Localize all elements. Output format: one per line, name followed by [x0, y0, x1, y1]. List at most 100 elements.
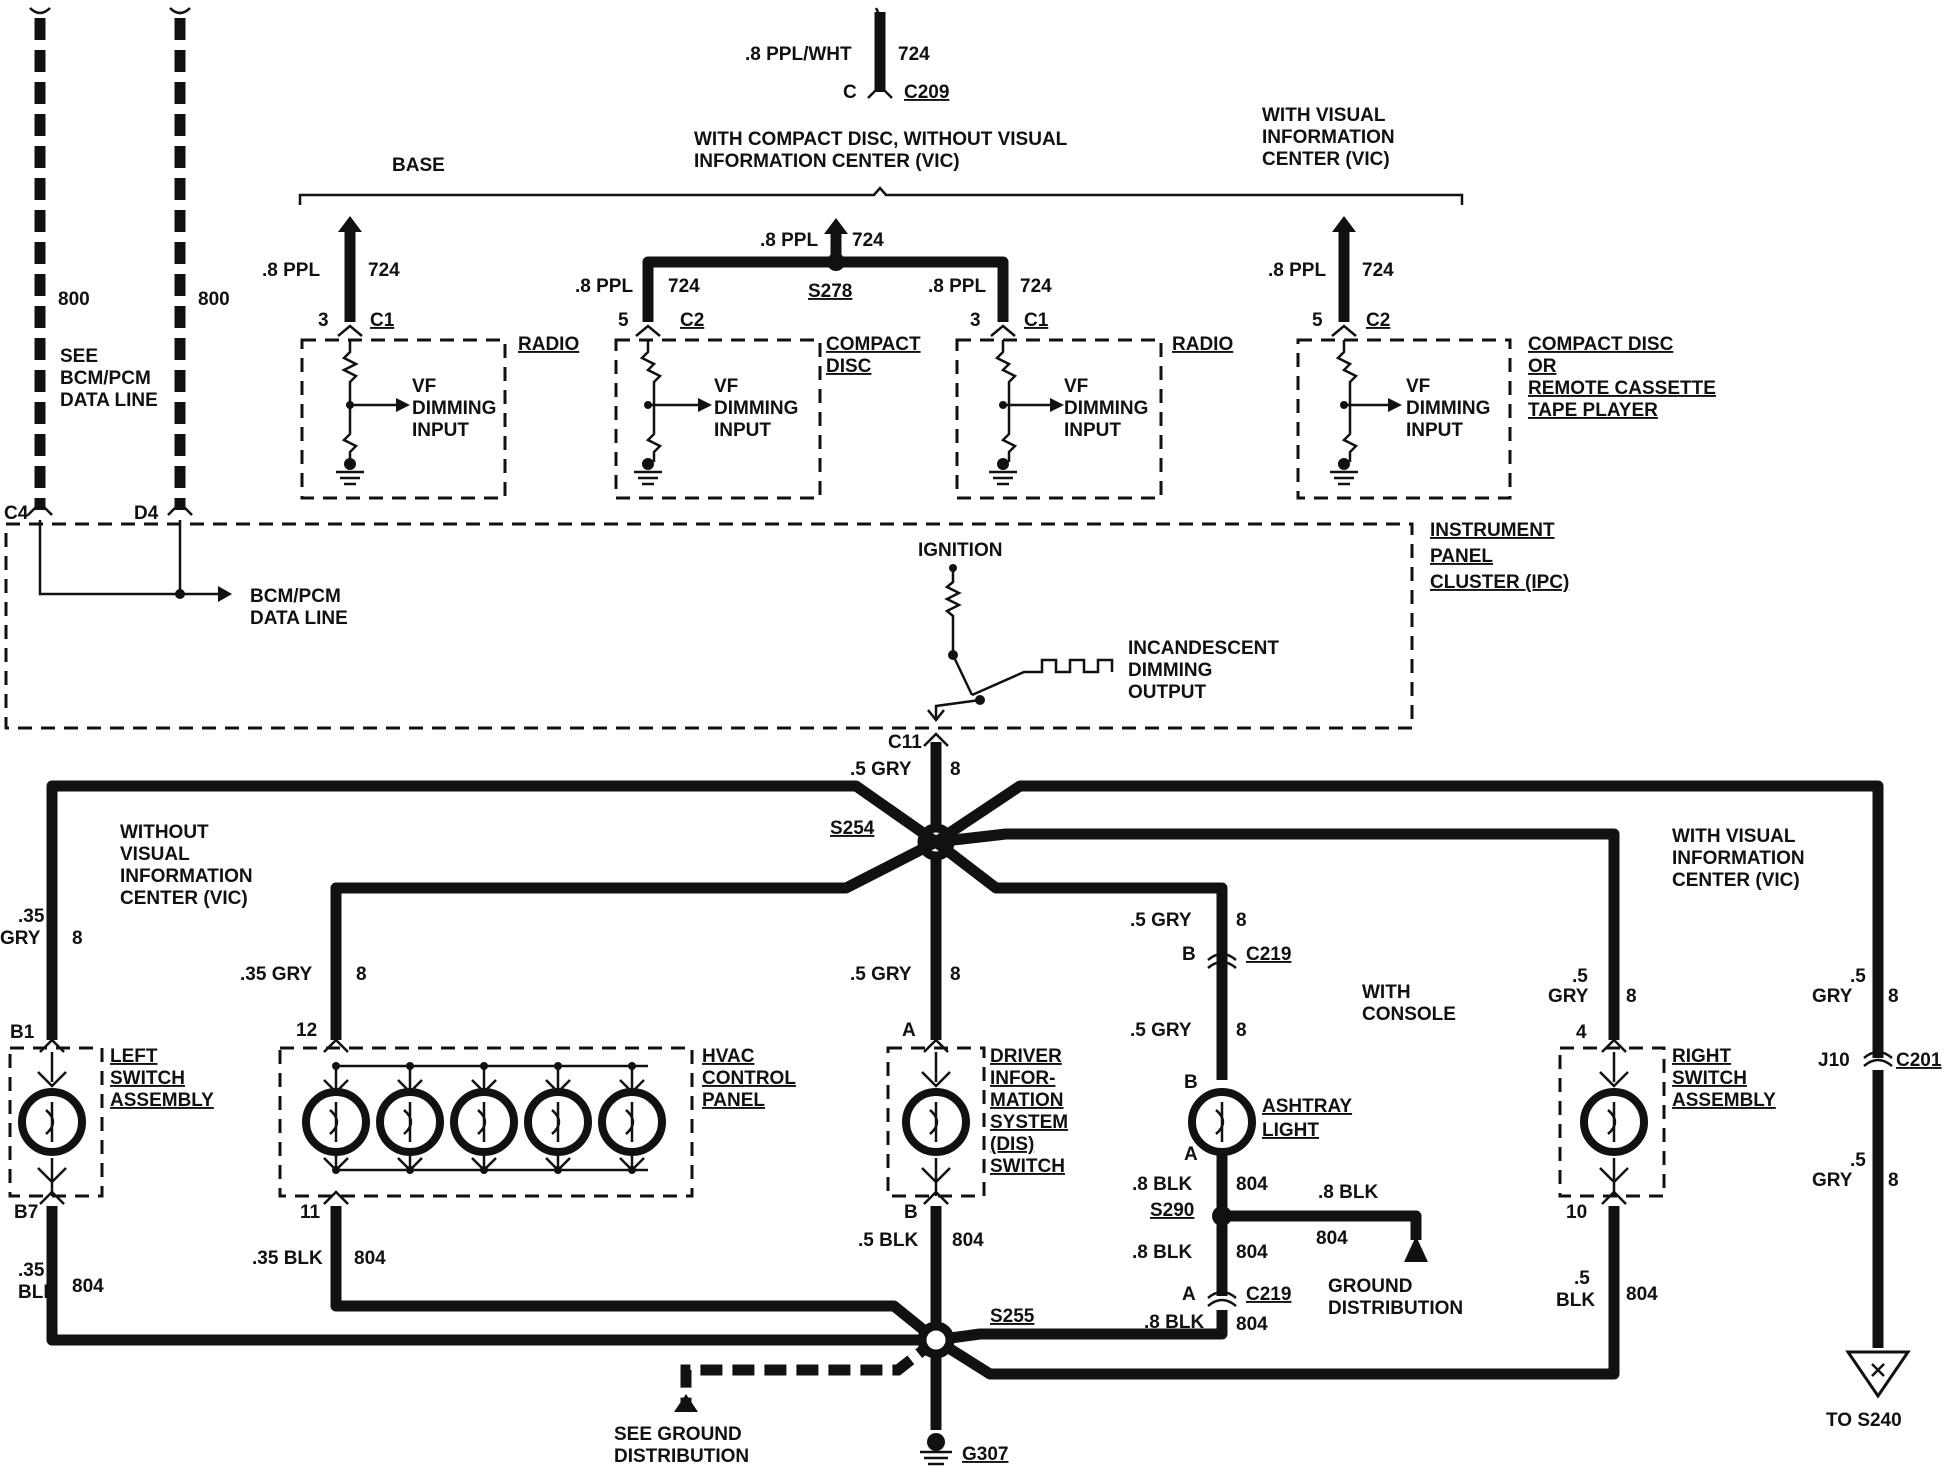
pin-top: 4 [1576, 1022, 1587, 1043]
label-gry: GRY [1812, 1170, 1853, 1191]
label-804: 804 [1236, 1174, 1268, 1195]
label-804: 804 [354, 1248, 386, 1269]
label-804: 804 [1236, 1242, 1268, 1263]
module-name: COMPACT [826, 334, 921, 355]
c219-connector-bottom [1207, 1290, 1237, 1307]
data-line-arrow-label: DATA LINE [250, 608, 348, 629]
wire-label-ppl: .8 PPL [928, 276, 986, 297]
label-804: 804 [952, 1230, 984, 1251]
ashtray-pin-bottom: A [1184, 1144, 1198, 1165]
wire-label-ppl: .8 PPL [1268, 260, 1326, 281]
vf-dimming-input: INPUT [1406, 420, 1463, 441]
see-ground-label: SEE GROUND [614, 1424, 742, 1445]
dis-name: MATION [990, 1090, 1064, 1111]
label-gry5: .5 [1572, 966, 1588, 987]
ipc-output: DIMMING [1128, 660, 1212, 681]
splice-s255-dot [917, 1321, 955, 1359]
hvac-bulb [302, 1062, 370, 1174]
ground-dist-label: GROUND [1328, 1276, 1412, 1297]
label-c8: 8 [1888, 986, 1899, 1007]
hvac-name: PANEL [702, 1090, 765, 1111]
c201-label: C201 [1896, 1050, 1942, 1071]
label-gry35: .35 [18, 906, 45, 927]
pin-top: B1 [10, 1022, 35, 1043]
data-line-right [167, 7, 193, 516]
variant-cd-no-vic: WITH COMPACT DISC, WITHOUT VISUAL [694, 129, 1068, 150]
splice-s254: S254 [830, 818, 875, 839]
dis-name: INFOR- [990, 1068, 1055, 1089]
variant-with-vic: INFORMATION [1262, 127, 1395, 148]
variant-cd-no-vic: INFORMATION CENTER (VIC) [694, 151, 960, 172]
ashtray-pin-top: B [1184, 1072, 1198, 1093]
ashtray-name: ASHTRAY [1262, 1096, 1352, 1117]
label-804: 804 [1316, 1228, 1348, 1249]
radio-module [955, 324, 1163, 500]
label-gry: GRY [0, 928, 41, 949]
splice-s278: S278 [808, 281, 852, 302]
module-connector: C1 [1024, 310, 1049, 331]
label-804: 804 [72, 1276, 104, 1297]
wire-label-724: 724 [1362, 260, 1394, 281]
dis-name: SWITCH [990, 1156, 1065, 1177]
pin-bottom: B7 [14, 1202, 38, 1223]
pin-bottom: B [904, 1202, 918, 1223]
label-blk8: .8 BLK [1318, 1182, 1378, 1203]
label-gry5: .5 GRY [850, 964, 912, 985]
ipc-name: CLUSTER (IPC) [1430, 572, 1569, 593]
variant-with-vic: CENTER (VIC) [1262, 149, 1390, 170]
note-without-vic: WITHOUT [120, 822, 209, 843]
variant-base: BASE [392, 155, 445, 176]
c201-pin: J10 [1818, 1050, 1850, 1071]
ipc-name: PANEL [1430, 546, 1493, 567]
label-blk8: .8 BLK [1144, 1312, 1204, 1333]
label-blk35: .35 [18, 1260, 45, 1281]
right-switch-name: RIGHT [1672, 1046, 1732, 1067]
ipc-output: OUTPUT [1128, 682, 1207, 703]
ground-symbol [1404, 1236, 1428, 1262]
wire-label-724: 724 [852, 230, 884, 251]
label-blk8: .8 BLK [1132, 1242, 1192, 1263]
ipc-box [4, 522, 1414, 730]
label-804: 804 [1626, 1284, 1658, 1305]
vf-dimming-input: VF [1064, 376, 1088, 397]
module-connector: C2 [680, 310, 704, 331]
label-blk5: .5 BLK [858, 1230, 918, 1251]
variant-brace [298, 186, 1464, 205]
splice-s255: S255 [990, 1306, 1035, 1327]
vf-dimming-input: INPUT [714, 420, 771, 441]
label-gry5: .5 [1850, 1150, 1866, 1171]
data-line-arrow-label: BCM/PCM [250, 586, 341, 607]
see-ground-symbol [674, 1394, 698, 1412]
top-wire-circuit: 724 [898, 44, 930, 65]
note-without-vic: VISUAL [120, 844, 190, 865]
module-pin: 5 [618, 310, 629, 331]
module-connector: C2 [1366, 310, 1390, 331]
module-name: REMOTE CASSETTE [1528, 378, 1716, 399]
left-switch-name: LEFT [110, 1046, 158, 1067]
c219-label: C219 [1246, 1284, 1291, 1305]
data-line-note: BCM/PCM [60, 368, 151, 389]
data-line-arrow [218, 586, 232, 602]
note-with-vic: WITH VISUAL [1672, 826, 1796, 847]
ipc-pin: C11 [888, 732, 922, 753]
label-gry5: .5 GRY [1130, 910, 1192, 931]
dis-switch [886, 1038, 986, 1205]
splice-s290: S290 [1150, 1200, 1194, 1221]
note-without-vic: INFORMATION [120, 866, 253, 887]
data-line-note: SEE [60, 346, 98, 367]
c201-connector [1863, 1050, 1893, 1067]
ashtray-name: LIGHT [1262, 1120, 1319, 1141]
left-switch-name: ASSEMBLY [110, 1090, 214, 1111]
vf-dimming-input: VF [714, 376, 738, 397]
ipc-ignition: IGNITION [918, 540, 1002, 561]
left-switch-assembly [8, 1038, 104, 1205]
module-name: TAPE PLAYER [1528, 400, 1658, 421]
data-line-note: DATA LINE [60, 390, 158, 411]
c219-pin: B [1182, 944, 1196, 965]
cd-or-cassette-module [1296, 324, 1512, 500]
vf-dimming-input: VF [1406, 376, 1430, 397]
vf-dimming-input: INPUT [412, 420, 469, 441]
hvac-bulb [450, 1062, 518, 1174]
pin-top: 12 [296, 1020, 317, 1041]
